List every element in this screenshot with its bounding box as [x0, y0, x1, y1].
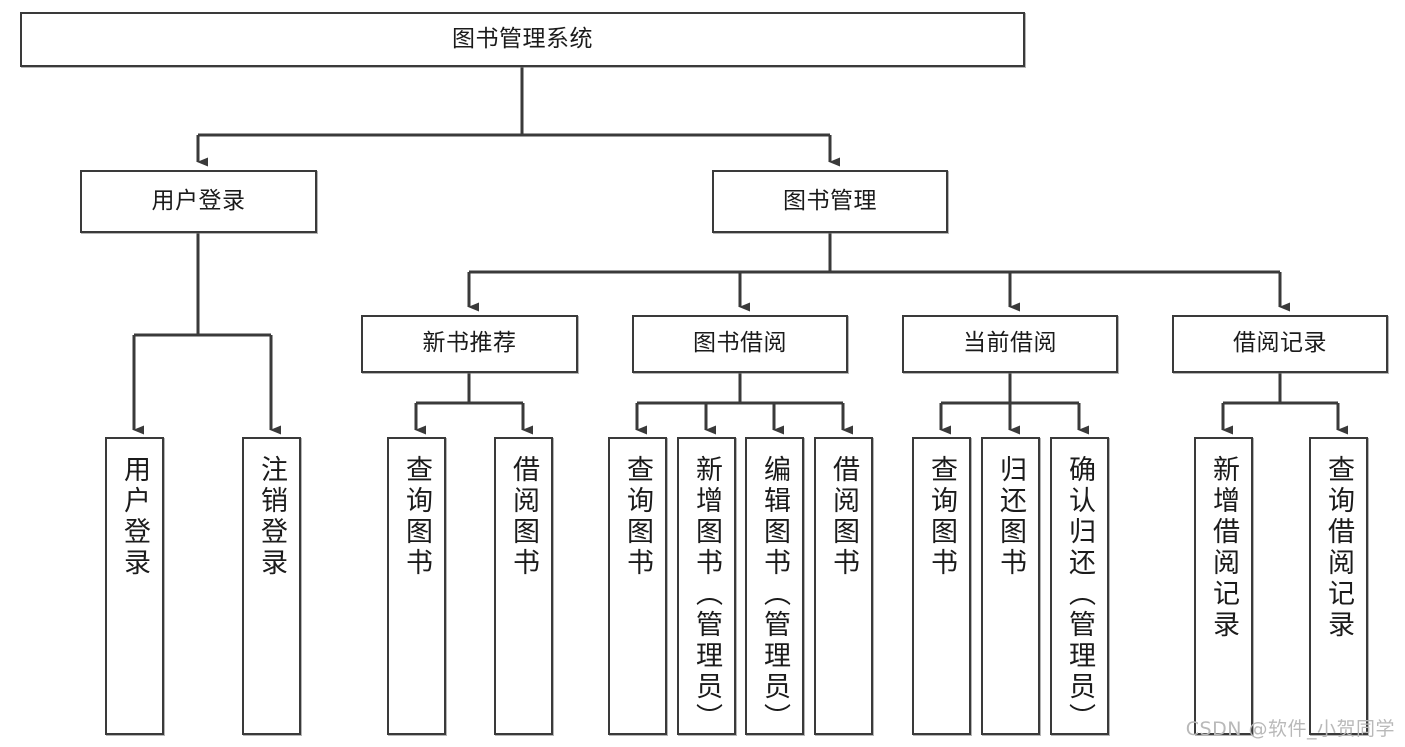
node-user-login[interactable]: 用户登录 — [80, 170, 317, 233]
node-label: 图书管理 — [783, 187, 877, 214]
node-label: 确认归还（管理员） — [1064, 455, 1095, 734]
node-label: 查询借阅记录 — [1323, 455, 1354, 641]
leaf-current-borrow-confirm-return-admin[interactable]: 确认归还（管理员） — [1050, 437, 1109, 735]
node-book-management[interactable]: 图书管理 — [712, 170, 948, 233]
leaf-borrow-records-query-record[interactable]: 查询借阅记录 — [1309, 437, 1368, 735]
leaf-user-login-login[interactable]: 用户登录 — [105, 437, 164, 735]
node-label: 图书管理系统 — [452, 25, 593, 52]
leaf-book-borrow-query-book[interactable]: 查询图书 — [608, 437, 667, 735]
leaf-book-borrow-borrow-book[interactable]: 借阅图书 — [814, 437, 873, 735]
node-label: 新书推荐 — [422, 330, 517, 357]
node-label: 编辑图书（管理员） — [759, 455, 790, 734]
leaf-book-borrow-edit-book-admin[interactable]: 编辑图书（管理员） — [745, 437, 804, 735]
node-borrow-records[interactable]: 借阅记录 — [1172, 315, 1388, 373]
node-label: 归还图书 — [995, 455, 1026, 579]
leaf-current-borrow-query-book[interactable]: 查询图书 — [912, 437, 971, 735]
node-label: 借阅图书 — [828, 455, 859, 579]
node-book-borrow[interactable]: 图书借阅 — [632, 315, 848, 373]
leaf-borrow-records-add-record[interactable]: 新增借阅记录 — [1194, 437, 1253, 735]
node-new-book-recommend[interactable]: 新书推荐 — [361, 315, 578, 373]
leaf-book-borrow-add-book-admin[interactable]: 新增图书（管理员） — [677, 437, 736, 735]
node-label: 查询图书 — [401, 455, 432, 579]
node-label: 借阅图书 — [508, 455, 539, 579]
node-label: 新增图书（管理员） — [691, 455, 722, 734]
leaf-user-login-logout[interactable]: 注销登录 — [242, 437, 301, 735]
node-label: 用户登录 — [119, 455, 150, 579]
csdn-watermark: CSDN @软件_小贺同学 — [1185, 718, 1395, 740]
leaf-current-borrow-return-book[interactable]: 归还图书 — [981, 437, 1040, 735]
node-label: 借阅记录 — [1233, 330, 1327, 357]
node-label: 图书借阅 — [693, 330, 787, 357]
node-current-borrow[interactable]: 当前借阅 — [902, 315, 1118, 373]
node-root-book-management-system[interactable]: 图书管理系统 — [20, 12, 1025, 67]
node-label: 查询图书 — [926, 455, 957, 579]
leaf-new-book-query-book[interactable]: 查询图书 — [387, 437, 446, 735]
node-label: 注销登录 — [256, 455, 287, 579]
node-label: 新增借阅记录 — [1208, 455, 1239, 641]
node-label: 当前借阅 — [963, 330, 1057, 357]
node-label: 用户登录 — [151, 187, 246, 214]
leaf-new-book-borrow-book[interactable]: 借阅图书 — [494, 437, 553, 735]
node-label: 查询图书 — [622, 455, 653, 579]
